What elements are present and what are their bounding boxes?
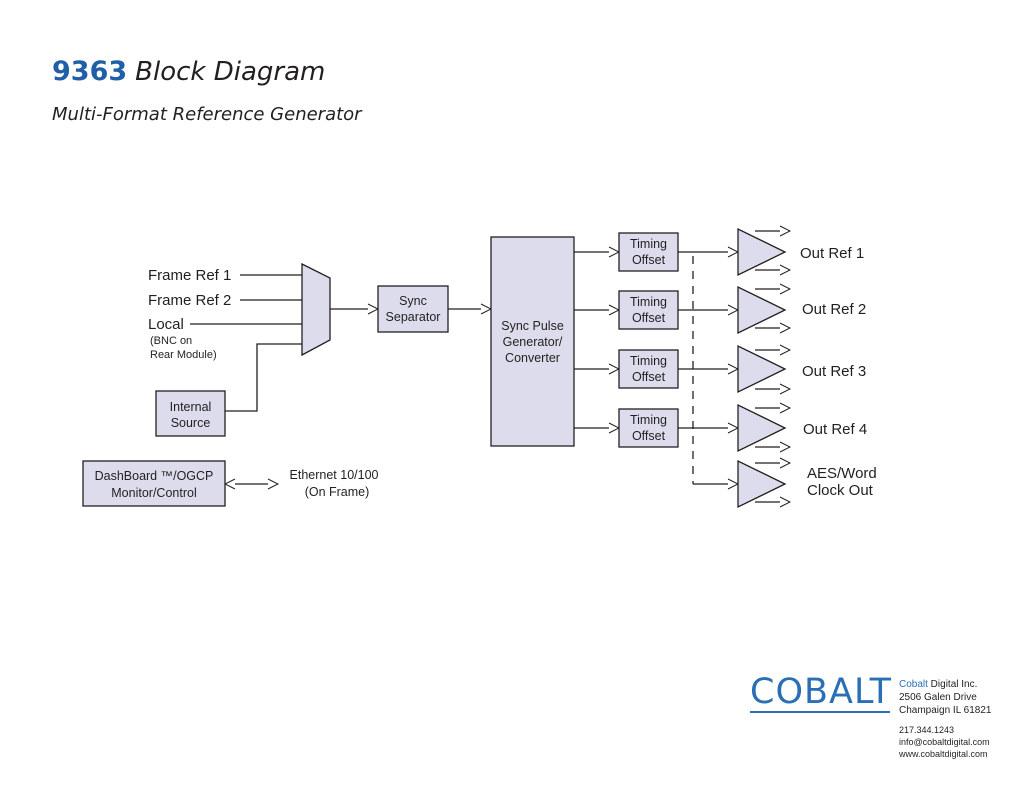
timing-3-label-1: Timing	[630, 354, 667, 368]
company-name-rest: Digital Inc.	[927, 679, 978, 690]
local-label: Local	[148, 316, 184, 333]
timing-4-label-1: Timing	[630, 413, 667, 427]
title-text: Block Diagram	[135, 57, 326, 87]
contact-info: 217.344.1243 info@cobaltdigital.com www.…	[899, 724, 990, 760]
phone: 217.344.1243	[899, 725, 955, 735]
cobalt-logo: COBALT	[750, 672, 893, 712]
ethernet-label-2: (On Frame)	[305, 485, 370, 499]
company-name: Cobalt Digital Inc.	[899, 678, 991, 691]
timing-offset-block-1	[618, 232, 679, 272]
aes-label-2: Clock Out	[807, 482, 874, 499]
internal-source-label-2: Source	[171, 416, 211, 430]
logo-underline	[750, 711, 890, 713]
timing-1-label-1: Timing	[630, 237, 667, 251]
timing-offset-block-4	[618, 408, 679, 448]
local-note-1: (BNC on	[150, 335, 192, 347]
model-number: 9363	[52, 56, 128, 87]
timing-offset-block-2	[618, 290, 679, 330]
out-ref-2-label: Out Ref 2	[802, 301, 866, 318]
sync-separator-label-1: Sync	[399, 294, 427, 308]
timing-3-label-2: Offset	[632, 370, 666, 384]
website: www.cobaltdigital.com	[899, 749, 988, 759]
timing-offset-block-3	[618, 349, 679, 389]
email: info@cobaltdigital.com	[899, 737, 990, 747]
company-brand: Cobalt	[899, 679, 928, 690]
out-ref-4-driver	[737, 403, 787, 453]
local-note-2: Rear Module)	[150, 349, 217, 361]
subtitle: Multi-Format Reference Generator	[52, 104, 362, 125]
sync-separator-block	[377, 285, 449, 333]
timing-4-label-2: Offset	[632, 429, 666, 443]
address-line-2: Champaign IL 61821	[899, 705, 992, 716]
input-mux	[301, 262, 331, 357]
internal-source-line	[225, 343, 302, 412]
sync-pulse-generator-block	[490, 236, 575, 447]
aes-label-1: AES/Word	[807, 465, 877, 482]
sync-pulse-label-2: Generator/	[503, 335, 563, 349]
sync-pulse-label-1: Sync Pulse	[501, 319, 564, 333]
out-ref-3-label: Out Ref 3	[802, 363, 866, 380]
ethernet-label-1: Ethernet 10/100	[290, 468, 379, 482]
timing-1-label-2: Offset	[632, 253, 666, 267]
dashboard-block	[82, 460, 226, 507]
out-ref-2-driver	[737, 285, 787, 335]
sync-separator-label-2: Separator	[386, 310, 441, 324]
frame-ref-2-label: Frame Ref 2	[148, 292, 231, 309]
out-ref-1-driver	[737, 227, 787, 277]
out-ref-4-label: Out Ref 4	[803, 421, 867, 438]
internal-source-label-1: Internal	[170, 400, 212, 414]
address-line-1: 2506 Galen Drive	[899, 692, 977, 703]
dashboard-label-1: DashBoard ™/OGCP	[95, 469, 214, 483]
timing-2-label-1: Timing	[630, 295, 667, 309]
aes-driver	[737, 459, 787, 509]
company-info: Cobalt Digital Inc. 2506 Galen Drive Cha…	[899, 678, 991, 717]
sync-pulse-label-3: Converter	[505, 351, 560, 365]
internal-source-block	[155, 390, 226, 437]
frame-ref-1-label: Frame Ref 1	[148, 267, 231, 284]
timing-2-label-2: Offset	[632, 311, 666, 325]
out-ref-3-driver	[737, 344, 787, 394]
out-ref-1-label: Out Ref 1	[800, 245, 864, 262]
dashboard-label-2: Monitor/Control	[111, 486, 196, 500]
